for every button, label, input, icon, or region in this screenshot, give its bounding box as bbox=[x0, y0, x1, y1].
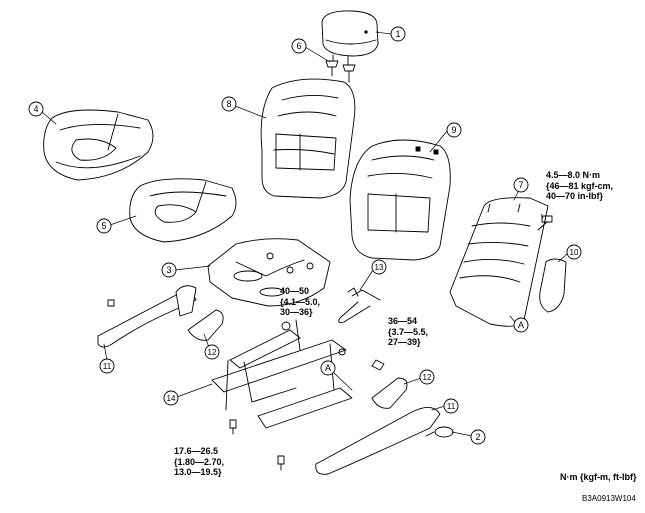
headrest-guide bbox=[325, 60, 356, 83]
side-cover-right bbox=[315, 407, 441, 475]
callout-label: 7 bbox=[518, 180, 523, 190]
torque-line: {3.7—5.5, bbox=[388, 326, 429, 337]
seatback-frame bbox=[449, 197, 549, 327]
torque-line: 13.0—19.5} bbox=[174, 467, 222, 477]
callout-circle bbox=[99, 358, 115, 374]
callout-c9: 9 bbox=[446, 122, 462, 138]
callout-circle bbox=[371, 259, 387, 275]
reference-mark-ref-a2: A bbox=[513, 317, 529, 333]
callout-circle bbox=[513, 177, 529, 193]
callout-label: 11 bbox=[103, 362, 112, 371]
callout-label: 3 bbox=[166, 265, 171, 275]
callout-label: 12 bbox=[423, 373, 432, 382]
seat-cushion-pad bbox=[129, 178, 237, 243]
callout-c8: 8 bbox=[221, 96, 237, 112]
callout-c14: 14 bbox=[163, 390, 179, 406]
units-note: N·m {kgf-m, ft-lbf} bbox=[560, 472, 637, 482]
torque-spec-recliner: 40—50 {4.1—5.0, 30—36} bbox=[280, 286, 320, 318]
callout-c7: 7 bbox=[513, 177, 529, 193]
callout-circle bbox=[161, 262, 177, 278]
callout-c12a: 12 bbox=[204, 344, 220, 360]
callout-circle bbox=[470, 429, 486, 445]
frame-bolt bbox=[537, 215, 553, 231]
torque-line: 40—70 in-lbf} bbox=[546, 191, 604, 201]
callout-circle bbox=[204, 344, 220, 360]
inner-cover-right bbox=[371, 377, 408, 409]
lumbar-pad bbox=[539, 258, 567, 313]
torque-line: 40—50 bbox=[280, 286, 310, 296]
callout-circle bbox=[443, 398, 459, 414]
callout-c6: 6 bbox=[291, 38, 307, 54]
callout-circle bbox=[566, 244, 582, 260]
callout-circle bbox=[163, 390, 179, 406]
reference-mark-ref-a1: A bbox=[320, 360, 336, 376]
seat-cushion-trim bbox=[43, 109, 154, 181]
callout-circle bbox=[446, 122, 462, 138]
callout-label: 12 bbox=[208, 348, 217, 357]
callout-circle bbox=[291, 38, 307, 54]
callout-c5: 5 bbox=[96, 218, 112, 234]
callout-c2: 2 bbox=[470, 429, 486, 445]
callout-c12b: 12 bbox=[419, 369, 435, 385]
callout-label: 8 bbox=[226, 99, 231, 109]
callout-c13: 13 bbox=[371, 259, 387, 275]
torque-line: {4.1—5.0, bbox=[280, 296, 321, 307]
torque-spec-track-bolt: 17.6—26.5 {1.80—2.70, 13.0—19.5} bbox=[174, 446, 224, 478]
figure-code: B3A0913W104 bbox=[582, 494, 636, 503]
callout-circle bbox=[390, 26, 406, 42]
torque-line: 17.6—26.5 bbox=[174, 446, 219, 456]
callout-label: 5 bbox=[101, 221, 106, 231]
callout-label: 9 bbox=[451, 125, 456, 135]
callout-c4: 4 bbox=[28, 101, 44, 117]
callout-circle bbox=[96, 218, 112, 234]
callout-label: 13 bbox=[375, 263, 384, 272]
callout-label: 1 bbox=[395, 29, 400, 39]
callout-label: 4 bbox=[33, 104, 38, 114]
torque-spec-frame-bolt: 4.5—8.0 N·m {46—81 kgf-cm, 40—70 in-lbf} bbox=[546, 170, 613, 202]
callout-c11b: 11 bbox=[443, 398, 459, 414]
leader-lines bbox=[41, 31, 568, 437]
callout-label: A bbox=[325, 363, 331, 373]
torque-line: 4.5—8.0 N·m bbox=[546, 170, 601, 180]
callout-c11a: 11 bbox=[99, 358, 115, 374]
torque-line: {46—81 kgf-cm, bbox=[546, 180, 614, 191]
headrest bbox=[321, 10, 379, 67]
knob bbox=[425, 426, 454, 438]
callout-label: 11 bbox=[447, 402, 456, 411]
seatback-trim-alt bbox=[349, 139, 451, 261]
seatback-trim bbox=[260, 78, 356, 199]
bolts bbox=[107, 299, 385, 471]
torque-line: {1.80—2.70, bbox=[174, 456, 225, 467]
callout-label: 10 bbox=[570, 248, 579, 257]
callout-c1: 1 bbox=[390, 26, 406, 42]
torque-line: 36—54 bbox=[388, 316, 418, 326]
seat-track bbox=[211, 319, 353, 429]
callout-label: 14 bbox=[167, 394, 176, 403]
torque-line: 27—39} bbox=[388, 337, 421, 347]
callout-c3: 3 bbox=[161, 262, 177, 278]
callout-circle bbox=[320, 360, 336, 376]
inner-cover-left bbox=[187, 309, 224, 341]
callout-circle bbox=[513, 317, 529, 333]
callout-label: 2 bbox=[475, 432, 480, 442]
recliner-bracket bbox=[175, 285, 197, 317]
callout-label: 6 bbox=[296, 41, 301, 51]
seat-pan-frame bbox=[207, 238, 331, 307]
callout-circle bbox=[221, 96, 237, 112]
callout-circle bbox=[28, 101, 44, 117]
torque-spec-track-nut: 36—54 {3.7—5.5, 27—39} bbox=[388, 316, 428, 348]
callout-c10: 10 bbox=[566, 244, 582, 260]
callout-label: A bbox=[518, 320, 524, 330]
callout-circle bbox=[419, 369, 435, 385]
torque-line: 30—36} bbox=[280, 307, 313, 317]
recliner-lever bbox=[338, 287, 381, 323]
